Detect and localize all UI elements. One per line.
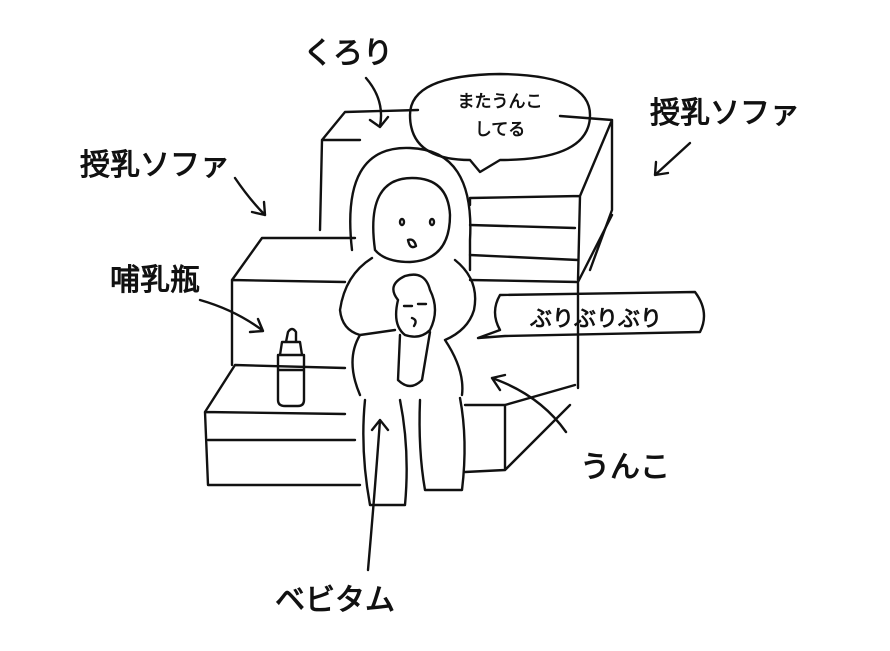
sofa-back-right-lines	[468, 223, 580, 262]
label-kurori: くろり	[303, 36, 393, 71]
mother-hair	[349, 146, 472, 272]
arrow-kurori	[364, 76, 390, 129]
mother-mouth	[406, 238, 418, 249]
speech-bubble-top-text: またうんこ してる	[430, 88, 570, 144]
label-bottle: 哺乳瓶	[110, 263, 200, 298]
sofa-back-right	[468, 114, 614, 282]
arrow-bottle	[198, 298, 265, 334]
mother-eye-left	[398, 217, 406, 227]
label-bebitamu: ベビタム	[275, 583, 395, 618]
arrow-unko	[490, 373, 568, 434]
mother-eye-right	[428, 217, 436, 227]
sofa-seat-left	[203, 363, 362, 487]
arrow-sofa-left	[233, 176, 267, 217]
speech-bubble-right	[476, 290, 706, 340]
baby	[392, 273, 437, 388]
label-sofa-left: 授乳ソファ	[80, 148, 230, 183]
mother-leg-left	[362, 398, 408, 507]
baby-bottle	[276, 327, 306, 408]
mother-leg-right	[418, 396, 466, 492]
mother-body	[338, 256, 477, 397]
label-unko: うんこ	[580, 450, 670, 485]
sofa-back-left	[318, 108, 420, 232]
sofa-arm-left	[230, 236, 357, 367]
speech-bubble-right-text: ぶりぶりぶり	[530, 307, 663, 332]
bubble-top-line2: してる	[474, 120, 526, 140]
speech-bubble-top	[408, 72, 592, 174]
sofa-seat-right	[463, 383, 577, 474]
arrow-bebitamu	[366, 418, 390, 572]
mother-face	[372, 176, 452, 264]
sofa-arm-right	[468, 213, 614, 390]
arrow-sofa-right	[653, 141, 692, 177]
label-sofa-right: 授乳ソファ	[650, 96, 800, 131]
baby-face	[402, 302, 428, 328]
bubble-top-line1: またうんこ	[457, 92, 543, 112]
